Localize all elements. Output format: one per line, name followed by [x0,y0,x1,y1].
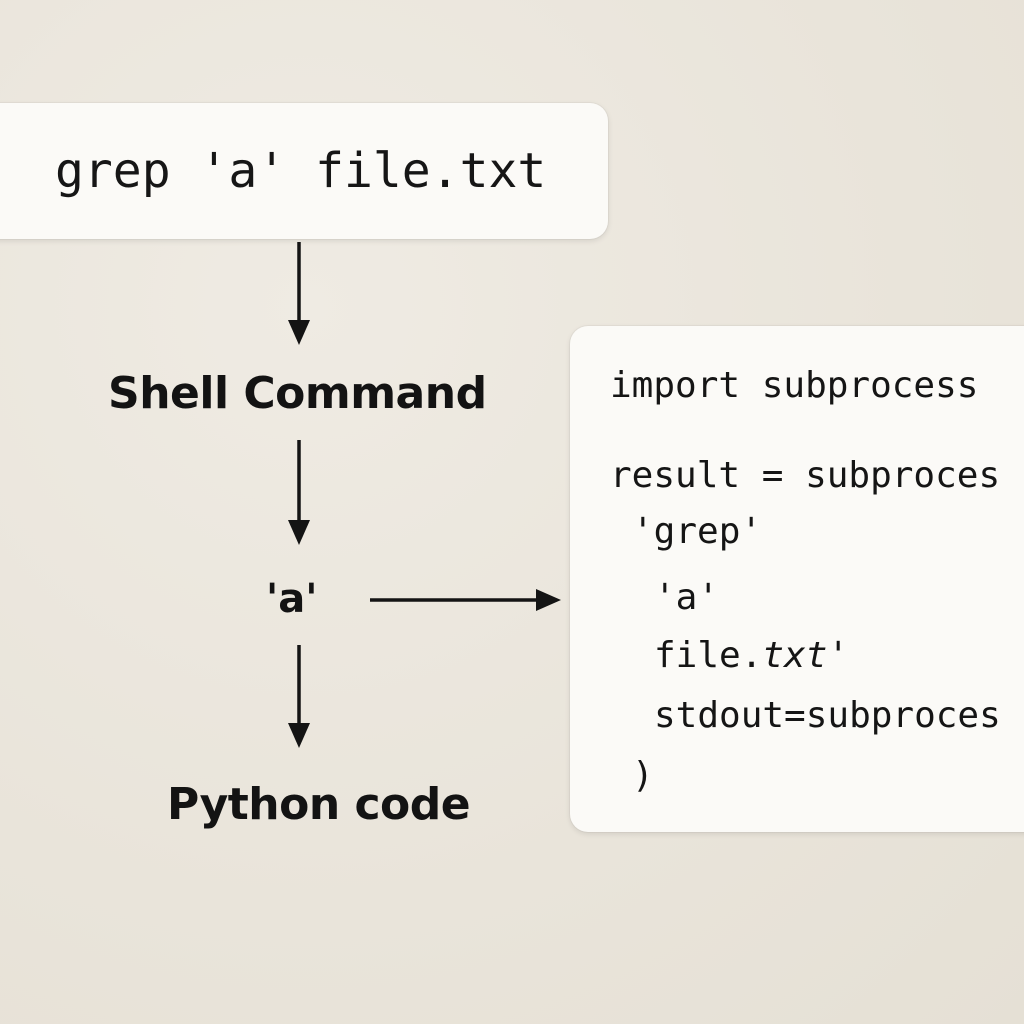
arrow-argument-to-code [370,589,561,611]
code-line-file-arg: file.txt' [654,634,849,678]
shell-command-label: Shell Command [108,368,487,419]
code-line-grep-arg: 'grep' [632,511,763,552]
code-line-stdout: stdout=subproces [654,695,1001,736]
argument-label: 'a' [266,576,318,622]
python-code-label: Python code [167,779,471,830]
code-line-a-arg: 'a' [654,577,720,618]
command-text: grep 'a' file.txt [55,143,547,199]
arrow-command-to-shell [288,242,310,345]
code-line-close-paren: ) [632,755,654,796]
command-box: grep 'a' file.txt [0,103,608,239]
code-file-suffix: txt' [762,635,850,676]
arrow-shell-to-argument [288,440,310,545]
code-file-prefix: file. [654,635,763,676]
arrow-argument-to-python [288,645,310,748]
code-box: import subprocess result = subproces 'gr… [570,326,1024,832]
code-line-result: result = subproces [610,455,1001,496]
code-line-import: import subprocess [610,365,979,406]
